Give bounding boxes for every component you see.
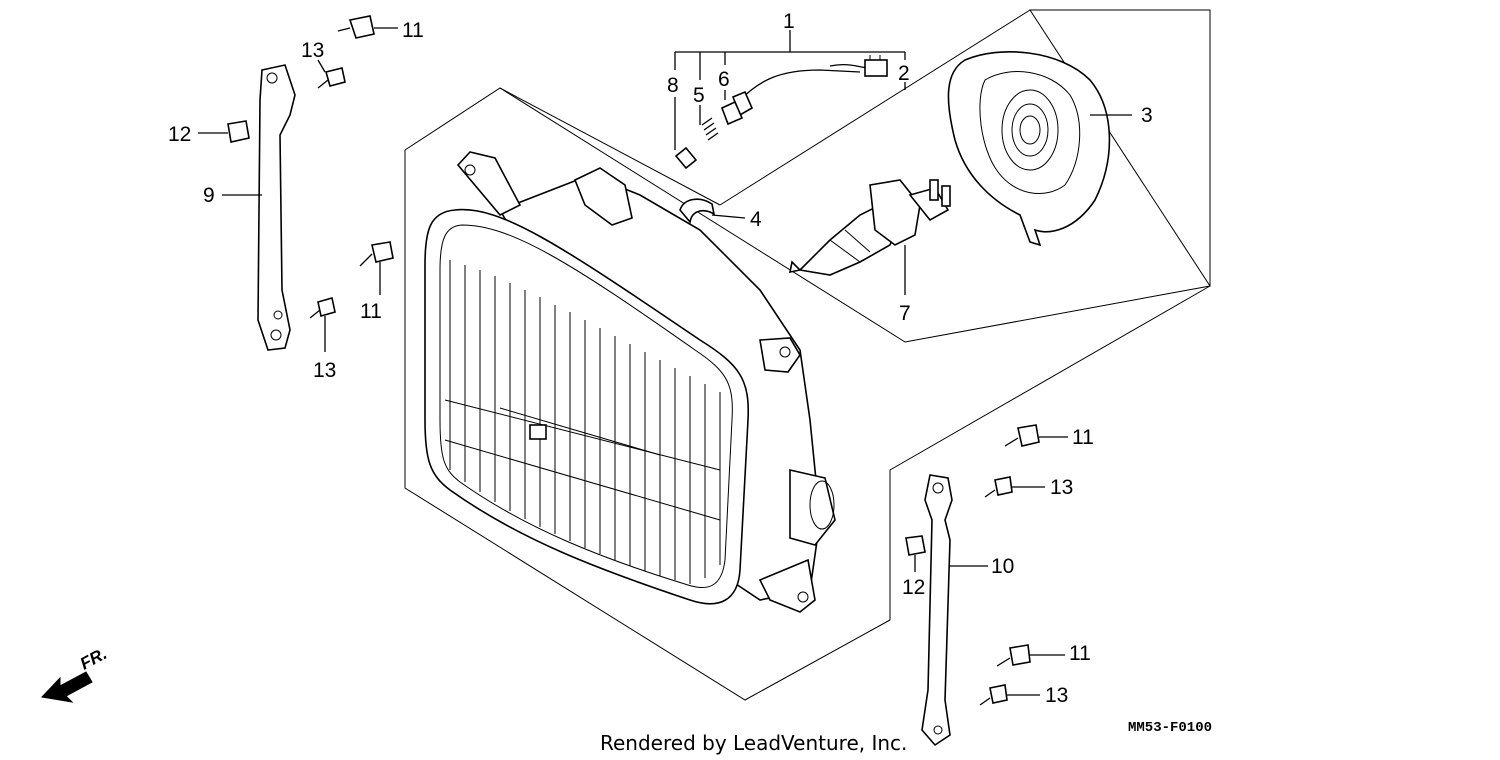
callout-6: 6 — [718, 68, 730, 91]
front-direction-marker: FR. — [40, 644, 110, 703]
right-bracket-part — [921, 474, 953, 747]
callout-3: 3 — [1141, 104, 1153, 127]
left-bracket-part — [257, 64, 296, 351]
socket-harness — [674, 55, 888, 170]
callout-5: 5 — [693, 84, 705, 107]
fasteners — [227, 15, 1040, 706]
callout-9: 9 — [203, 184, 215, 207]
diagram-code: MM53-F0100 — [1128, 720, 1212, 736]
callout-4: 4 — [750, 208, 762, 231]
callout-10: 10 — [991, 555, 1014, 578]
render-credit: Rendered by LeadVenture, Inc. — [600, 731, 907, 755]
dust-cover-part — [947, 51, 1111, 247]
callout-12-left: 12 — [168, 123, 191, 146]
callout-11-top: 11 — [402, 19, 424, 42]
leader-lines — [198, 27, 1132, 696]
callout-13-right-lower: 13 — [1045, 684, 1068, 707]
callout-1: 1 — [783, 10, 795, 33]
callout-13-right-upper: 13 — [1050, 476, 1073, 499]
callout-13-top: 13 — [301, 39, 324, 62]
callout-7: 7 — [899, 302, 911, 325]
front-arrow-icon — [40, 671, 93, 703]
assembly-outline-lines — [404, 9, 1211, 701]
callout-11-right-lower: 11 — [1069, 642, 1091, 665]
front-label: FR. — [77, 644, 110, 674]
callout-8: 8 — [667, 74, 679, 97]
callout-12-right: 12 — [902, 576, 925, 599]
callout-11-right-upper: 11 — [1072, 426, 1094, 449]
part-callouts: 1 2 3 4 5 6 7 8 9 10 11 11 11 11 12 12 1… — [168, 10, 1153, 707]
callout-13-left: 13 — [313, 359, 336, 382]
clip-part — [679, 198, 716, 224]
headlight-lens-ribs — [444, 260, 721, 584]
callout-11-left: 11 — [360, 300, 382, 323]
h4-bulb-part — [788, 179, 951, 276]
callout-2: 2 — [898, 62, 910, 85]
